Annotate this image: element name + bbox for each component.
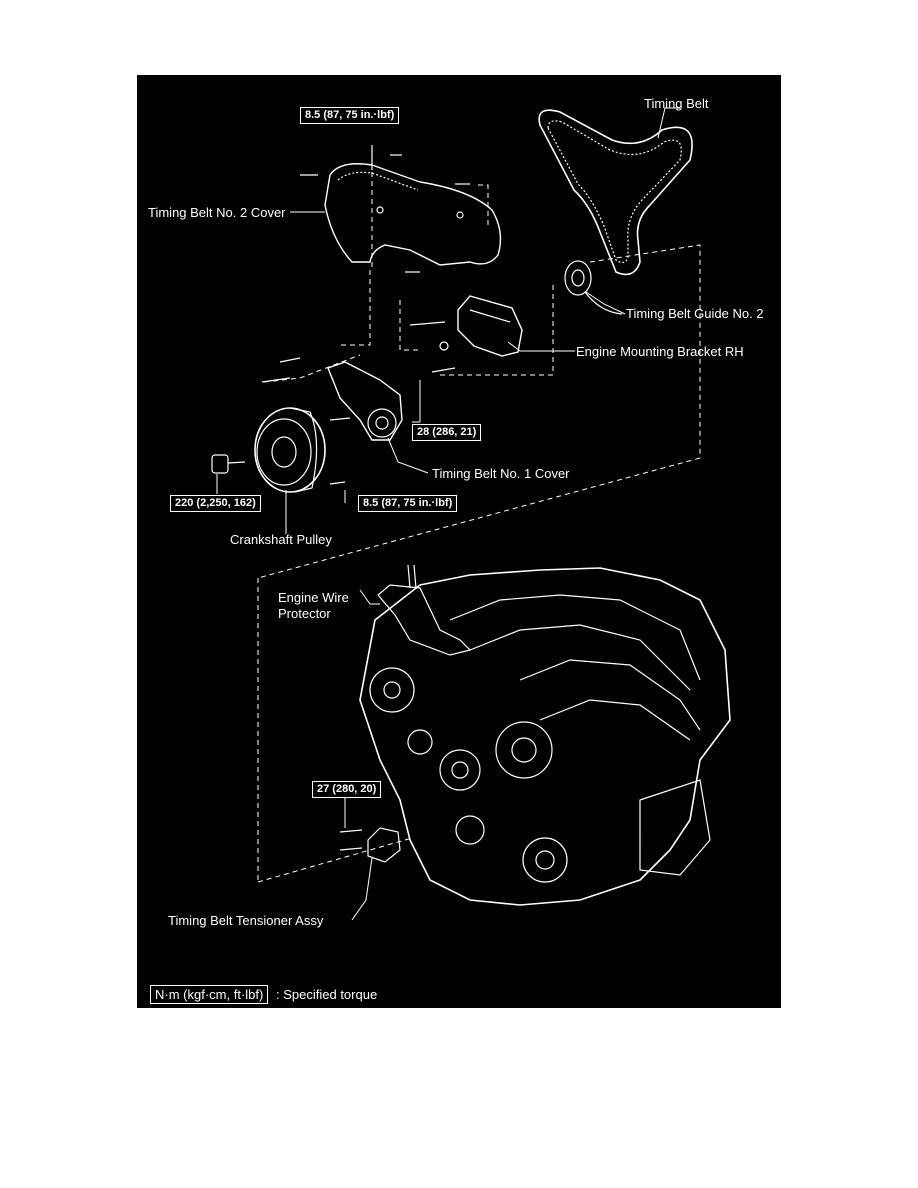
label-timing-belt-guide-no2: Timing Belt Guide No. 2 [626, 306, 764, 321]
label-crankshaft-pulley: Crankshaft Pulley [230, 532, 332, 547]
label-engine-mounting-bracket-rh: Engine Mounting Bracket RH [576, 344, 744, 359]
label-engine-wire-protector-line2: Protector [278, 606, 331, 621]
exploded-view-illustration [211, 107, 731, 921]
label-timing-belt-no2-cover: Timing Belt No. 2 Cover [148, 205, 286, 220]
label-engine-wire-protector-line1: Engine Wire [278, 590, 349, 605]
label-timing-belt-no1-cover: Timing Belt No. 1 Cover [432, 466, 570, 481]
torque-cover1-bolt: 8.5 (87, 75 in.·lbf) [358, 495, 458, 512]
legend-text: : Specified torque [276, 987, 378, 1002]
crankshaft-pulley-drawing [211, 407, 346, 493]
engine-assembly-drawing [339, 564, 731, 906]
torque-cover2-bolt: 8.5 (87, 75 in.·lbf) [300, 107, 400, 124]
torque-bracket-bolt: 28 (286, 21) [412, 424, 482, 441]
assembly-guide-lines [257, 145, 701, 883]
engine-mounting-bracket-drawing [409, 295, 523, 373]
torque-crank-bolt: 220 (2,250, 162) [170, 495, 261, 512]
torque-tensioner-bolt: 27 (280, 20) [312, 781, 382, 798]
timing-belt-drawing [538, 109, 693, 276]
leader-lines [216, 107, 680, 921]
label-timing-belt-tensioner-assy: Timing Belt Tensioner Assy [168, 913, 324, 928]
diagram-panel [137, 75, 781, 1008]
timing-belt-no2-cover-drawing [300, 145, 502, 273]
legend-unit-box: N·m (kgf·cm, ft·lbf) [150, 985, 269, 1004]
timing-belt-no1-cover-drawing [261, 357, 403, 441]
timing-belt-guide-drawing [564, 260, 623, 315]
label-timing-belt: Timing Belt [644, 96, 709, 111]
